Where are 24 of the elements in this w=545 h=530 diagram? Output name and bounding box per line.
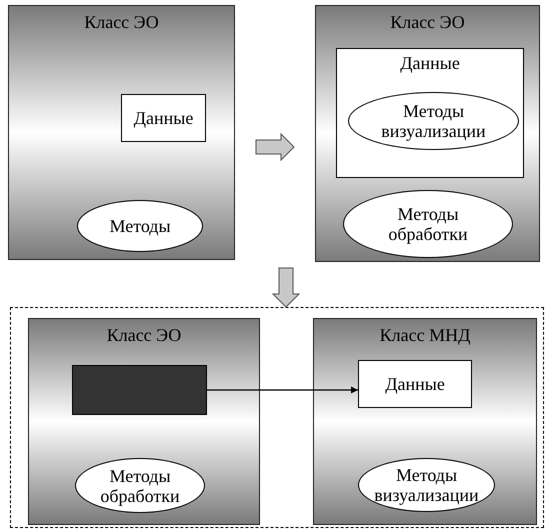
dashed-group-box xyxy=(10,307,544,528)
class-panel xyxy=(315,5,540,262)
method-label: Методы визуализации xyxy=(373,465,480,505)
panel-title: Класс ЭО xyxy=(389,12,466,32)
data-box xyxy=(121,94,206,142)
data-box xyxy=(336,48,524,178)
class-panel xyxy=(8,5,235,260)
panel-title: Класс ЭО xyxy=(83,12,160,32)
block-arrow xyxy=(272,268,300,308)
panel-title: Класс МНД xyxy=(378,325,472,345)
class-panel xyxy=(28,318,260,525)
class-panel xyxy=(313,318,537,525)
block-arrow xyxy=(256,132,295,162)
data-label: Данные xyxy=(132,108,194,128)
filled-box xyxy=(72,365,207,415)
data-label: Данные xyxy=(384,374,446,394)
arrow xyxy=(207,386,358,394)
panel-title: Класс ЭО xyxy=(106,325,182,345)
method-label: Методы обработки xyxy=(99,466,181,506)
data-box xyxy=(358,360,472,408)
data-label: Данные xyxy=(399,53,461,73)
method-label: Методы обработки xyxy=(387,204,469,244)
method-label: Методы визуализации xyxy=(380,101,487,141)
method-label: Методы xyxy=(109,216,171,236)
